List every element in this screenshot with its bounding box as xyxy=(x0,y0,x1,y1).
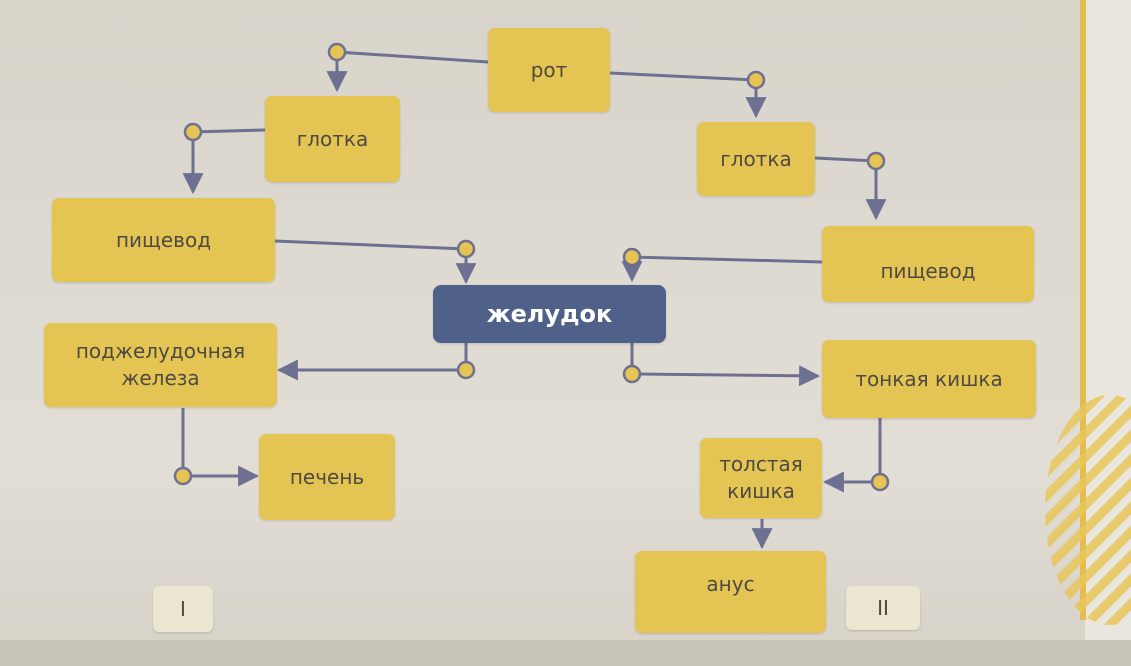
node-glotka-left-label: глотка xyxy=(296,126,369,151)
node-pishchevod-right: пищевод xyxy=(822,226,1034,302)
variant-label-2-text: II xyxy=(877,595,889,620)
connector-dot xyxy=(622,364,642,384)
link-glotka-pishchevod-left xyxy=(182,128,266,195)
node-rot-label: рот xyxy=(530,57,568,82)
link-tonkaya-tolstaya xyxy=(822,418,882,493)
node-anus-label: анус xyxy=(706,571,755,596)
node-tolstaya-kishka: толстая кишка xyxy=(700,438,822,518)
link-podzheludochnaya-pechen xyxy=(181,408,260,487)
node-pechen: печень xyxy=(259,434,395,520)
node-tonkaya-kishka-label: тонкая кишка xyxy=(855,366,1003,391)
link-glotka-pishchevod-right xyxy=(814,156,887,221)
link-pishchevod-zheludok-right xyxy=(621,255,823,283)
connector-dot xyxy=(327,42,347,62)
connector-dot xyxy=(866,151,886,171)
link-pishchevod-zheludok-left xyxy=(274,239,477,285)
node-glotka-right-label: глотка xyxy=(720,146,792,171)
node-pechen-label: печень xyxy=(289,464,365,489)
node-pishchevod-left: пищевод xyxy=(52,198,275,282)
variant-label-1: I xyxy=(153,586,213,632)
node-glotka-left: глотка xyxy=(265,96,400,182)
connector-dot xyxy=(456,239,476,259)
node-tolstaya-kishka-label-2: кишка xyxy=(727,479,795,503)
node-anus: анус xyxy=(635,551,826,633)
node-pishchevod-left-label: пищевод xyxy=(115,227,212,252)
connector-dot xyxy=(622,247,642,267)
node-tolstaya-kishka-label-1: толстая xyxy=(719,452,803,476)
node-podzheludochnaya-label-1: поджелудочная xyxy=(75,339,246,363)
link-rot-glotka-left xyxy=(326,50,489,93)
node-podzheludochnaya: поджелудочная железа xyxy=(44,323,277,407)
node-podzheludochnaya-label-2: железа xyxy=(121,366,200,390)
link-zheludok-podzheludochnaya xyxy=(276,340,468,381)
variant-label-1-text: I xyxy=(180,596,186,621)
node-tonkaya-kishka: тонкая кишка xyxy=(822,340,1036,418)
node-zheludok-label: желудок xyxy=(486,299,613,328)
node-zheludok: желудок xyxy=(433,285,666,343)
connector-dot xyxy=(173,466,193,486)
node-rot: рот xyxy=(488,28,610,112)
connector-dot xyxy=(870,472,890,492)
connector-dot xyxy=(183,122,203,142)
variant-label-2: II xyxy=(846,586,920,630)
page-edge-stripe xyxy=(1080,0,1086,620)
page-bottom-shadow xyxy=(0,640,1131,666)
connector-dot xyxy=(746,70,766,90)
connector-dot xyxy=(456,360,476,380)
link-rot-glotka-right xyxy=(609,71,767,119)
node-pishchevod-right-label: пищевод xyxy=(880,258,976,283)
link-zheludok-tonkaya xyxy=(630,340,821,387)
node-glotka-right: глотка xyxy=(697,122,815,196)
